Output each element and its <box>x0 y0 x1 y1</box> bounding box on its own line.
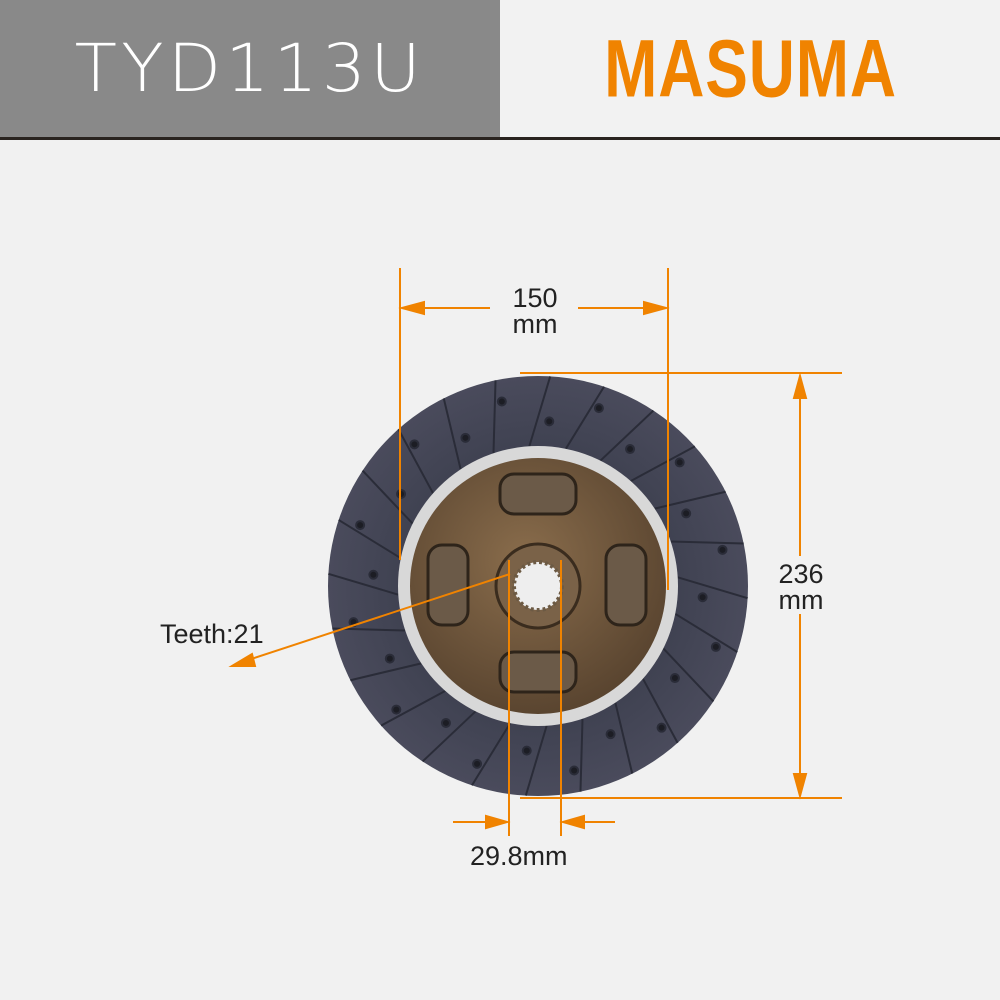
rivet <box>544 416 555 427</box>
inner-diameter-label: 150 mm <box>495 283 575 339</box>
rivet <box>384 653 395 664</box>
friction-segment-groove <box>599 409 655 462</box>
friction-segment-groove <box>579 718 584 792</box>
friction-segment-groove <box>421 710 477 763</box>
rivet <box>717 544 728 555</box>
friction-segment-groove <box>654 490 726 510</box>
friction-segment-groove <box>350 662 422 682</box>
rivet <box>656 722 667 733</box>
rivet <box>460 432 471 443</box>
rivet <box>569 765 580 776</box>
rivet <box>697 592 708 603</box>
brand-banner: MASUMA <box>500 0 1000 137</box>
friction-segment-groove <box>677 576 748 600</box>
spline-diameter-label: 29.8mm <box>470 841 568 871</box>
rivet <box>355 520 366 531</box>
rivet <box>593 403 604 414</box>
friction-segment-groove <box>614 702 634 774</box>
inner-diameter-value: 150 <box>512 283 558 313</box>
rivet <box>674 457 685 468</box>
rivet <box>440 717 451 728</box>
rivet <box>710 641 721 652</box>
part-number-banner: TYD113U <box>0 0 500 137</box>
rivet <box>472 758 483 769</box>
teeth-label: Teeth:21 <box>160 619 264 649</box>
friction-segment-groove <box>662 647 715 703</box>
rivet <box>391 704 402 715</box>
rivet <box>681 508 692 519</box>
friction-segment-groove <box>338 519 402 560</box>
brand-logo: MASUMA <box>603 21 897 115</box>
friction-segment-groove <box>361 469 414 525</box>
friction-segment-groove <box>630 445 696 482</box>
part-number: TYD113U <box>74 30 426 107</box>
inner-diameter-unit: mm <box>512 309 558 339</box>
friction-segment-groove <box>528 376 552 447</box>
clutch-disc <box>328 376 748 796</box>
rivet <box>605 729 616 740</box>
friction-segment-groove <box>397 428 434 494</box>
damper-springs <box>426 472 648 694</box>
outer-diameter-unit: mm <box>778 585 824 615</box>
outer-diameter-value: 236 <box>778 559 824 589</box>
friction-segment-groove <box>471 722 512 786</box>
rivet <box>368 569 379 580</box>
dimension-lines <box>228 268 842 836</box>
rivet <box>669 673 680 684</box>
friction-segment-groove <box>492 380 497 454</box>
friction-segment-groove <box>674 612 738 653</box>
friction-segment-groove <box>380 690 446 727</box>
outer-diameter-label: 236 mm <box>765 559 837 615</box>
rivet <box>625 444 636 455</box>
rivet <box>496 396 507 407</box>
friction-segment-groove <box>564 386 605 450</box>
friction-segment-groove <box>642 678 679 744</box>
rivet <box>409 439 420 450</box>
friction-segment-groove <box>442 398 462 470</box>
rivet <box>521 745 532 756</box>
friction-segment-groove <box>524 725 548 796</box>
rivet <box>396 488 407 499</box>
friction-segment-groove <box>328 572 399 596</box>
header-divider <box>0 137 1000 140</box>
friction-segment-groove <box>670 540 744 545</box>
